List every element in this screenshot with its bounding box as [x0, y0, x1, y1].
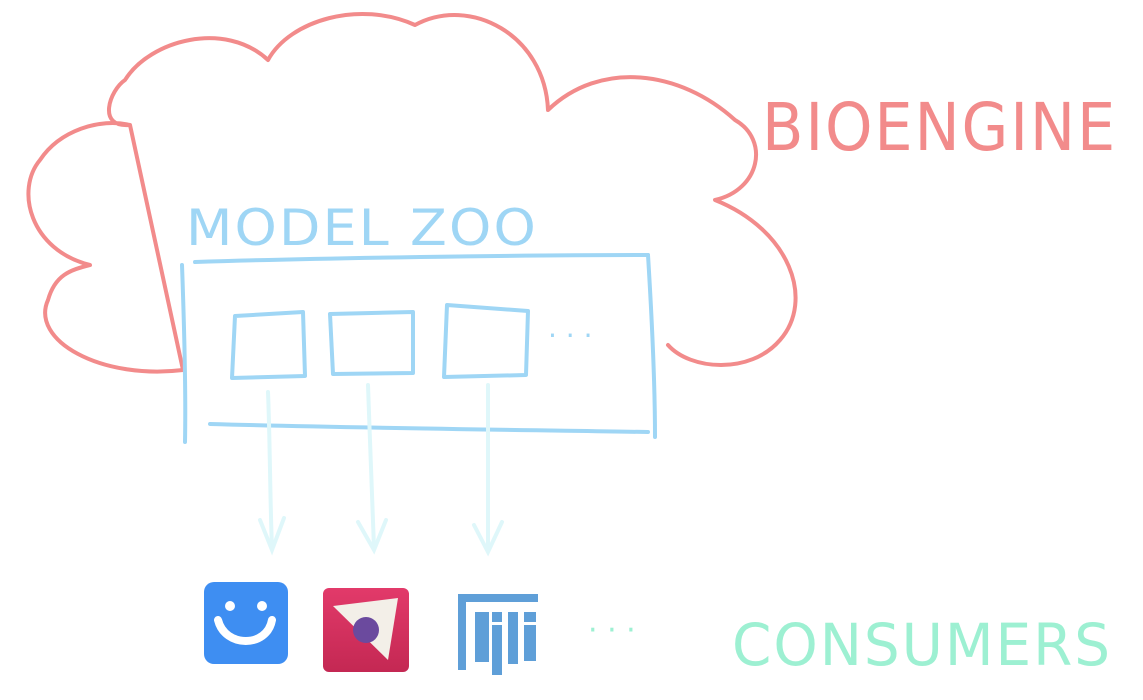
bioengine-label: BIOENGINE — [762, 89, 1117, 166]
consumers-ellipsis: · · · — [588, 613, 636, 648]
consumers-label: CONSUMERS — [732, 611, 1112, 679]
model-box-1 — [230, 310, 307, 380]
model-zoo-ellipsis: · · · — [548, 319, 593, 352]
ilastik-app-icon — [323, 588, 409, 672]
arrow-3 — [472, 383, 504, 557]
arrows — [258, 383, 504, 557]
arrow-1 — [258, 390, 286, 556]
model-box-3 — [442, 303, 530, 379]
model-zoo-label: MODEL ZOO — [186, 199, 538, 257]
fiji-app-icon — [458, 592, 540, 675]
smiley-app-icon — [204, 582, 288, 664]
bioengine-cloud — [26, 12, 798, 374]
model-box-2 — [328, 310, 415, 376]
arrow-2 — [356, 383, 388, 555]
